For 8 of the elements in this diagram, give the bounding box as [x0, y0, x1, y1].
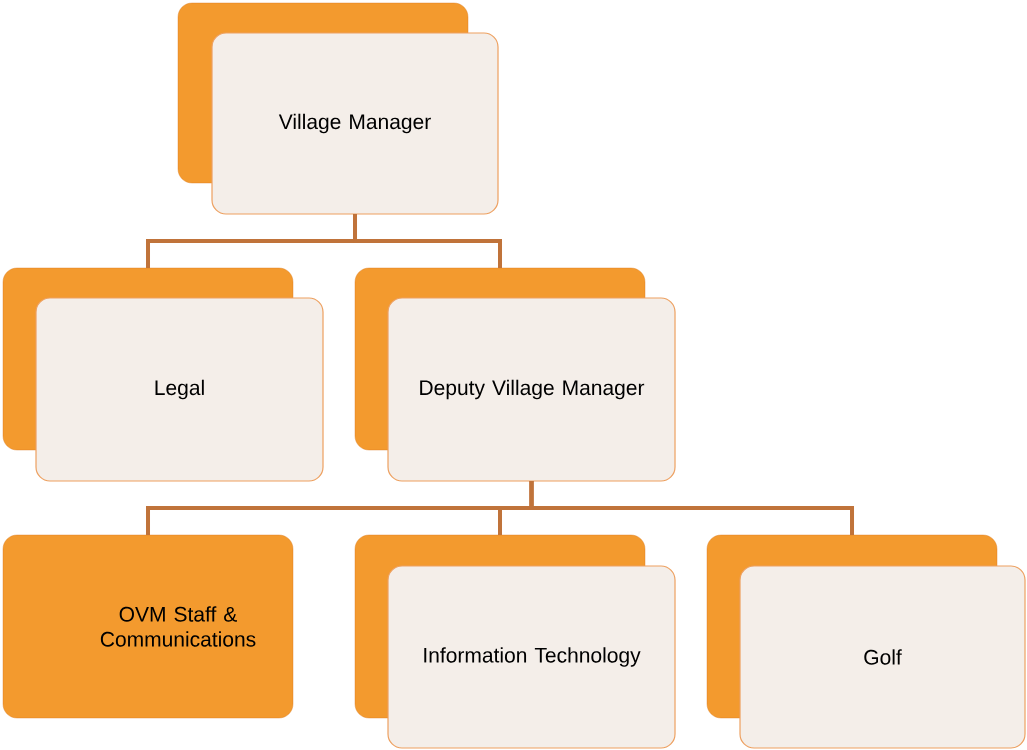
connector-line [353, 214, 502, 268]
org-card: Golf [706, 534, 1026, 749]
connector-line [529, 481, 854, 535]
org-card: Information Technology [354, 534, 676, 749]
org-card: Deputy Village Manager [354, 267, 676, 482]
org-card: Village Manager [177, 2, 499, 215]
org-card: Legal [2, 267, 324, 482]
org-card: OVM Staff & Communications [2, 534, 294, 719]
